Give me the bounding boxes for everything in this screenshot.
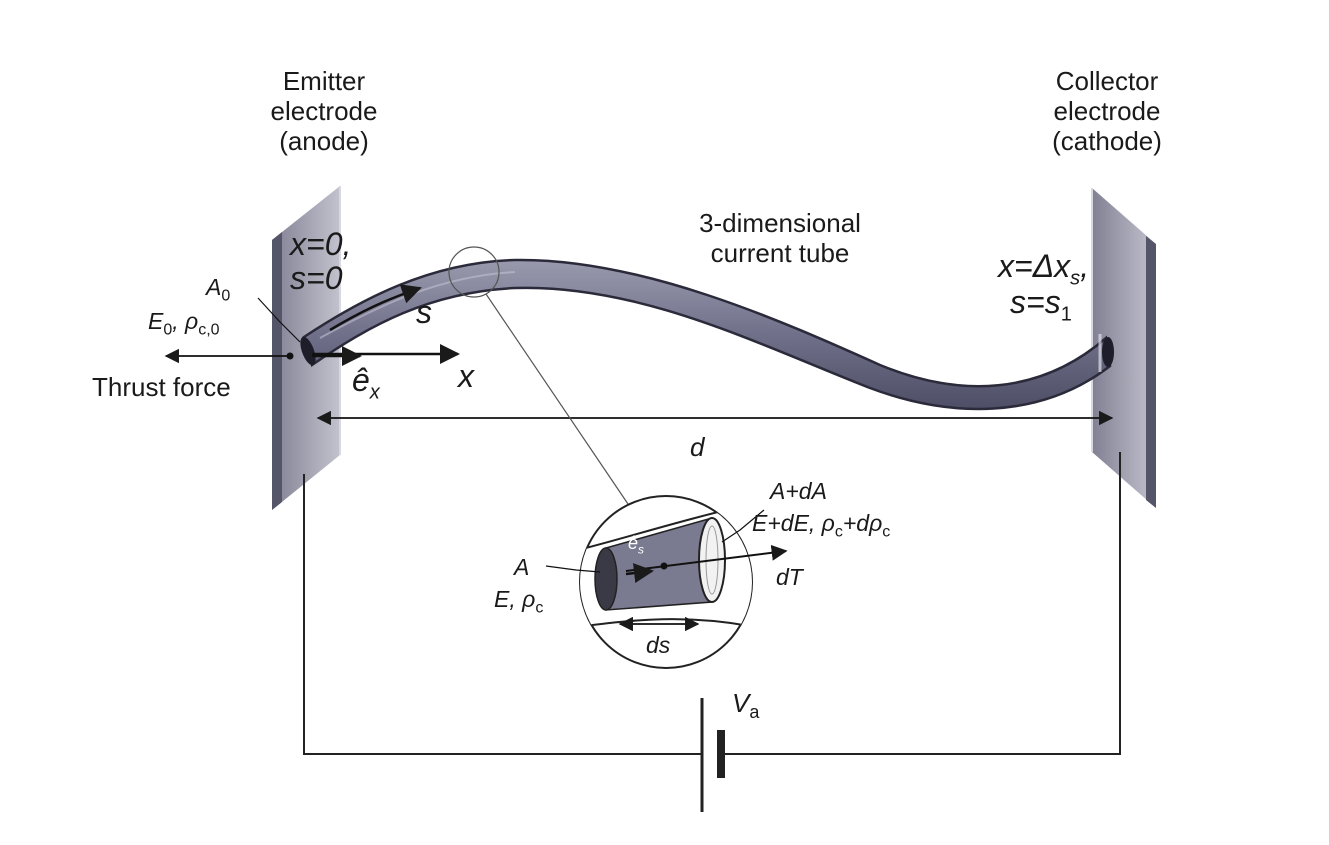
circuit-wire	[303, 452, 1121, 755]
thrust-force-label: Thrust force	[92, 372, 231, 402]
inlet-field-sub: 0	[163, 321, 173, 339]
inlet-rho-text: , ρ	[172, 308, 199, 334]
collector-plate	[1091, 188, 1156, 508]
end-x-label: x=Δxs,	[998, 250, 1089, 288]
battery-symbol	[700, 698, 725, 812]
unit-vector-x-text: ê	[352, 362, 370, 398]
voltage-symbol: V	[732, 688, 750, 718]
unit-vector-x-label: êx	[352, 364, 380, 402]
s-arrow	[329, 284, 422, 332]
inlet-field-label: E0, ρc,0	[148, 310, 220, 339]
tube-label-line1: 3-dimensional	[699, 208, 861, 238]
inlet-area-sub: 0	[221, 287, 231, 305]
thrust-origin-dot	[286, 352, 294, 360]
element-out-rho-sub: c	[834, 523, 843, 541]
element-out-area-label: A+dA	[770, 478, 827, 504]
emitter-label-line3: (anode)	[279, 126, 369, 156]
emitter-label-line2: electrode	[270, 96, 378, 126]
tube-label-line2: current tube	[710, 238, 850, 268]
element-in-rho-text: , ρ	[509, 586, 536, 612]
element-length-label: ds	[646, 632, 671, 658]
element-out-field-label: E+dE, ρc+dρc	[752, 512, 890, 541]
inlet-field-text: E	[148, 308, 164, 334]
s-axis-label: s	[416, 294, 432, 330]
end-x-text: x=Δx	[998, 248, 1071, 284]
element-in-rho-sub: c	[535, 599, 544, 617]
element-thrust-label: dT	[776, 564, 803, 590]
element-in-area-label: A	[514, 554, 530, 580]
origin-x-label: x=0,	[290, 226, 352, 262]
collector-label-line1: Collector	[1055, 66, 1159, 96]
element-out-rho-text: , ρ	[808, 510, 835, 536]
element-unit-vector-label: ês	[628, 534, 644, 556]
inlet-area-text: A	[206, 274, 222, 300]
voltage-label: Va	[732, 690, 759, 721]
magnified-element-view	[545, 495, 788, 669]
end-s-text: s=s	[1010, 284, 1061, 320]
end-s-label: s=s1	[1010, 286, 1072, 324]
tube-label: 3-dimensional current tube	[680, 210, 880, 266]
collector-label: Collector electrode (cathode)	[1022, 68, 1192, 154]
magnifier-connector	[485, 293, 629, 505]
element-in-field-label: E, ρc	[494, 588, 543, 617]
unit-vector-x-sub: x	[369, 381, 380, 404]
gap-label: d	[690, 432, 705, 462]
emitter-label-line1: Emitter	[282, 66, 366, 96]
current-tube	[300, 258, 1114, 411]
x-axis-label: x	[458, 358, 474, 394]
element-out-field-text: E+dE	[752, 510, 809, 536]
emitter-label: Emitter electrode (anode)	[244, 68, 404, 154]
end-x-tail: ,	[1080, 248, 1090, 284]
element-unit-vector-sub: s	[638, 542, 645, 557]
inlet-area-label: A0	[206, 276, 230, 305]
end-x-sub: s	[1070, 267, 1081, 290]
inlet-rho-sub: c,0	[198, 321, 220, 339]
element-unit-vector-text: ê	[628, 533, 639, 553]
element-out-drho-sub: c	[882, 523, 891, 541]
end-s-sub: 1	[1060, 303, 1072, 326]
element-out-drho-text: +dρ	[842, 510, 883, 536]
magnifier-marker-circle	[448, 246, 500, 298]
voltage-sub: a	[749, 702, 760, 723]
collector-label-line3: (cathode)	[1052, 126, 1162, 156]
element-in-field-text: E	[494, 586, 510, 612]
collector-label-line2: electrode	[1053, 96, 1161, 126]
inlet-leader-line	[257, 297, 301, 343]
origin-s-label: s=0	[290, 260, 343, 296]
